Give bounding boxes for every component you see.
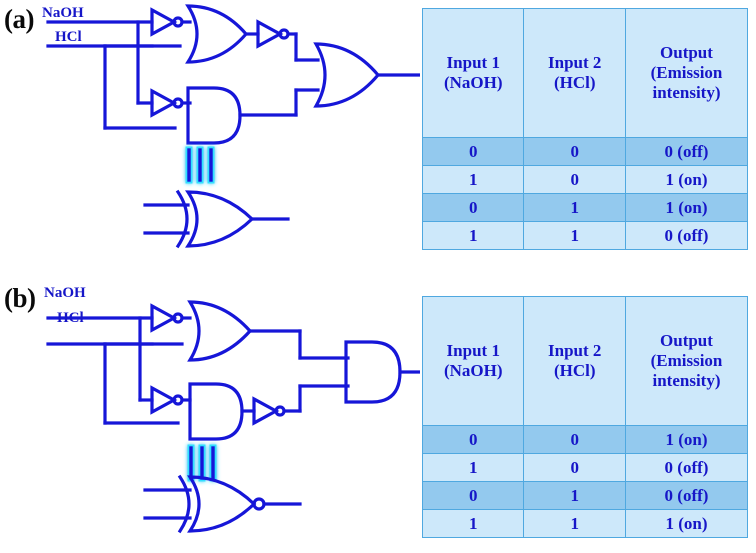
cell-output: 1 (on): [624, 425, 749, 454]
hdr-text: (HCl): [553, 73, 596, 92]
and-gate-b1: [188, 382, 244, 441]
input-label-hcl-b: HCl: [57, 310, 84, 326]
hdr-text: (NaOH): [443, 361, 503, 380]
table-b-header-input1: Input 1 (NaOH): [421, 296, 525, 426]
input-label-naoh-b: NaOH: [44, 285, 86, 301]
table-row: 1 1 1 (on): [421, 509, 749, 538]
xor-gate-a: [143, 189, 290, 249]
table-row: 0 1 0 (off): [421, 481, 749, 510]
hdr-text: (Emission: [650, 62, 723, 82]
cell-input2: 1: [523, 481, 626, 510]
equivalence-symbol-a: [185, 146, 215, 184]
hdr-text: Output: [660, 330, 713, 350]
and-gate-a1: [186, 86, 242, 145]
table-b-header-input2: Input 2 (HCl): [523, 296, 626, 426]
and-gate-b-final: [344, 340, 402, 404]
hdr-text: intensity): [652, 83, 721, 103]
table-row: 0 1 1 (on): [421, 193, 749, 222]
cell-output: 0 (off): [624, 453, 749, 482]
equivalence-symbol-b: [187, 444, 217, 482]
or-gate-a1: [185, 4, 249, 64]
cell-input2: 0: [523, 165, 626, 194]
cell-input1: 0: [421, 137, 525, 166]
hdr-text: Input 2: [548, 52, 602, 72]
not-gate-a1: [150, 7, 184, 37]
panel-a-label: (a): [4, 4, 34, 34]
cell-input2: 0: [523, 137, 626, 166]
table-a-header-input2: Input 2 (HCl): [523, 8, 626, 138]
cell-input1: 0: [421, 481, 525, 510]
cell-output: 1 (on): [624, 509, 749, 538]
hdr-text: (NaOH): [443, 73, 503, 92]
cell-input1: 1: [421, 509, 525, 538]
input-label-hcl-a: HCl: [55, 29, 82, 45]
hdr-text: intensity): [652, 371, 721, 391]
xnor-gate-b: [143, 474, 302, 534]
truth-table-b: Input 1 (NaOH) Input 2 (HCl) Output (Emi…: [421, 296, 749, 538]
panel-b-label: (b): [4, 283, 36, 313]
not-gate-b2: [150, 385, 184, 415]
hdr-text: Input 1: [446, 52, 500, 72]
table-row: 0 0 0 (off): [421, 137, 749, 166]
cell-input1: 1: [421, 453, 525, 482]
not-gate-a3: [150, 88, 184, 118]
not-gate-b1: [150, 303, 184, 333]
cell-output: 0 (off): [624, 137, 749, 166]
table-row: 1 1 0 (off): [421, 221, 749, 250]
cell-input2: 0: [523, 425, 626, 454]
not-gate-a2: [256, 19, 290, 49]
table-a-header-input1: Input 1 (NaOH): [421, 8, 525, 138]
cell-input2: 1: [523, 221, 626, 250]
input-label-naoh-a: NaOH: [42, 5, 84, 21]
table-b-header-row: Input 1 (NaOH) Input 2 (HCl) Output (Emi…: [421, 296, 749, 426]
cell-input1: 0: [421, 425, 525, 454]
hdr-text: Output: [660, 42, 713, 62]
truth-table-a: Input 1 (NaOH) Input 2 (HCl) Output (Emi…: [421, 8, 749, 250]
table-row: 0 0 1 (on): [421, 425, 749, 454]
panel-b-circuit: [46, 300, 420, 534]
or-gate-a-final: [313, 42, 381, 108]
cell-output: 0 (off): [624, 221, 749, 250]
hdr-text: (Emission: [650, 350, 723, 370]
cell-input1: 1: [421, 165, 525, 194]
not-gate-b3: [252, 396, 286, 426]
table-a-header-output: Output (Emission intensity): [624, 8, 749, 138]
cell-input2: 1: [523, 193, 626, 222]
cell-output: 1 (on): [624, 165, 749, 194]
panel-a-circuit: [46, 4, 420, 249]
hdr-text: Input 2: [548, 340, 602, 360]
table-row: 1 0 0 (off): [421, 453, 749, 482]
cell-output: 0 (off): [624, 481, 749, 510]
or-gate-b1: [187, 300, 253, 362]
cell-input2: 1: [523, 509, 626, 538]
table-b-header-output: Output (Emission intensity): [624, 296, 749, 426]
cell-input1: 1: [421, 221, 525, 250]
table-row: 1 0 1 (on): [421, 165, 749, 194]
table-a-header-row: Input 1 (NaOH) Input 2 (HCl) Output (Emi…: [421, 8, 749, 138]
hdr-text: (HCl): [553, 361, 596, 380]
cell-output: 1 (on): [624, 193, 749, 222]
cell-input2: 0: [523, 453, 626, 482]
hdr-text: Input 1: [446, 340, 500, 360]
cell-input1: 0: [421, 193, 525, 222]
